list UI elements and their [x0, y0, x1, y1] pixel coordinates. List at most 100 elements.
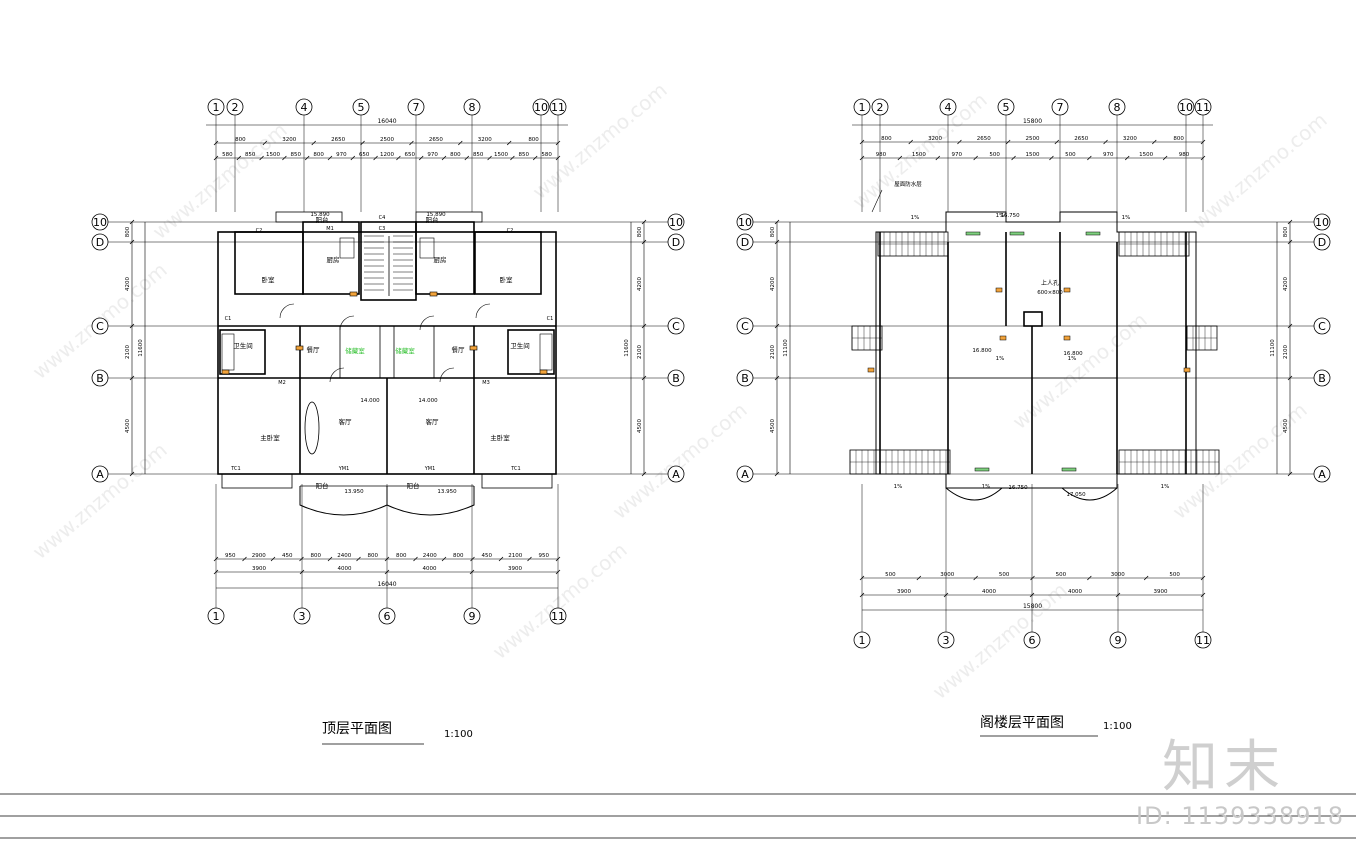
dimension-tick — [129, 219, 135, 225]
dimension-tick — [555, 155, 561, 161]
bedroom-wall — [234, 231, 304, 295]
axis-bubble-right: 10 — [1313, 213, 1331, 231]
dimension-tick — [859, 139, 865, 145]
dimension-label: 800 — [528, 137, 539, 143]
axis-circle — [1313, 369, 1331, 387]
axis-bubble-right: A — [1313, 465, 1331, 483]
marker-orange — [1063, 287, 1071, 293]
dimension-label: 1200 — [380, 152, 394, 158]
axis-label: 3 — [943, 634, 950, 647]
dimension-label: 4000 — [982, 589, 996, 595]
dimension-tick — [1152, 139, 1157, 145]
dimension-tick — [1287, 323, 1293, 329]
dimension-tick — [1287, 219, 1293, 225]
dimension-tick — [236, 155, 242, 161]
opening-tag: C2 — [507, 228, 514, 234]
stair-wall — [360, 221, 417, 301]
axis-label: 4 — [945, 101, 952, 114]
dimension-tick — [1200, 575, 1206, 581]
axis-label: 10 — [669, 216, 683, 229]
dimension-tick — [458, 140, 463, 146]
axis-bubble-left: 10 — [91, 213, 109, 231]
axis-circle — [463, 98, 481, 116]
axis-label: 2 — [232, 101, 239, 114]
opening-tag: C1 — [225, 316, 232, 322]
door-swing — [439, 367, 455, 383]
dimension-label: 800 — [125, 226, 131, 237]
dimension-tick — [262, 140, 268, 146]
furniture-curve — [304, 401, 320, 455]
axis-label: 8 — [1114, 101, 1121, 114]
dimension-tick — [1200, 155, 1206, 161]
dimension-label: 850 — [519, 152, 530, 158]
opening-tag: C3 — [379, 226, 386, 232]
axis-circle — [1313, 465, 1331, 483]
bathtub — [539, 333, 553, 371]
dimension-tick — [1049, 155, 1054, 161]
axis-circle — [1313, 317, 1331, 335]
dimension-label: 3200 — [928, 136, 942, 142]
axis-bubble-bottom: 3 — [937, 631, 955, 649]
storage-wall — [339, 325, 381, 379]
opening-tag: C1 — [547, 316, 554, 322]
dimension-tick — [259, 155, 264, 161]
axis-bubble-top: 1 — [207, 98, 225, 116]
axis-circle — [853, 631, 871, 649]
bathtub — [221, 333, 235, 371]
dimension-tick — [213, 140, 219, 146]
axis-bubble-bottom: 11 — [549, 607, 567, 625]
dimension-label: 3900 — [897, 589, 911, 595]
axis-bubble-bottom: 1 — [853, 631, 871, 649]
dimension-tick — [327, 556, 333, 562]
door-swing — [475, 303, 491, 319]
axis-label: D — [96, 236, 104, 249]
dimension-label: 4000 — [1068, 589, 1082, 595]
dimension-tick — [774, 375, 780, 381]
room-label: 餐厅 — [452, 345, 466, 354]
axis-circle — [667, 213, 685, 231]
axis-circle — [91, 317, 109, 335]
dimension-label: 500 — [1169, 572, 1180, 578]
balcony-arc — [945, 487, 1003, 501]
dimension-tick — [384, 556, 390, 562]
dimension-tick — [555, 569, 561, 575]
dimension-overall: 15800 — [1023, 118, 1042, 125]
dimension-tick — [1162, 155, 1168, 161]
axis-label: 9 — [1115, 634, 1122, 647]
watermark-text: www.znzmo.com — [28, 438, 172, 564]
slope-label: 1% — [894, 484, 903, 490]
dimension-label: 650 — [359, 152, 370, 158]
axis-label: 11 — [551, 610, 565, 623]
dimension-tick — [1287, 471, 1293, 477]
dimension-tick — [129, 471, 135, 477]
dimension-label: 500 — [999, 572, 1010, 578]
axis-circle — [463, 607, 481, 625]
level-mark: 14.000 — [360, 398, 380, 404]
dimension-tick — [356, 556, 361, 562]
dimension-label: 2650 — [1074, 136, 1088, 142]
axis-bubble-top: 11 — [549, 98, 567, 116]
bathroom-wall — [219, 329, 266, 375]
axis-circle — [667, 465, 685, 483]
dimension-tick — [1030, 575, 1035, 581]
dimension-tick — [1011, 155, 1016, 161]
room-label: 上人孔 — [1041, 279, 1059, 287]
level-mark: 14.000 — [418, 398, 438, 404]
axis-label: 1 — [213, 101, 220, 114]
dimension-tick — [641, 471, 647, 477]
dimension-label: 2100 — [637, 345, 643, 359]
axis-bubble-top: 5 — [997, 98, 1015, 116]
axis-bubble-left: B — [91, 369, 109, 387]
slope-label: 1% — [982, 484, 991, 490]
dimension-tick — [1287, 239, 1293, 245]
axis-circle — [997, 98, 1015, 116]
dimension-tick — [270, 556, 276, 562]
dimension-tick — [641, 219, 647, 225]
dimension-tick — [859, 155, 865, 161]
dimension-label: 2650 — [331, 137, 345, 143]
sink — [339, 237, 355, 259]
watermark-text: www.znzmo.com — [148, 118, 292, 244]
axis-label: 7 — [413, 101, 420, 114]
dimension-tick — [1054, 139, 1060, 145]
room-label: 厨房 — [327, 255, 340, 264]
